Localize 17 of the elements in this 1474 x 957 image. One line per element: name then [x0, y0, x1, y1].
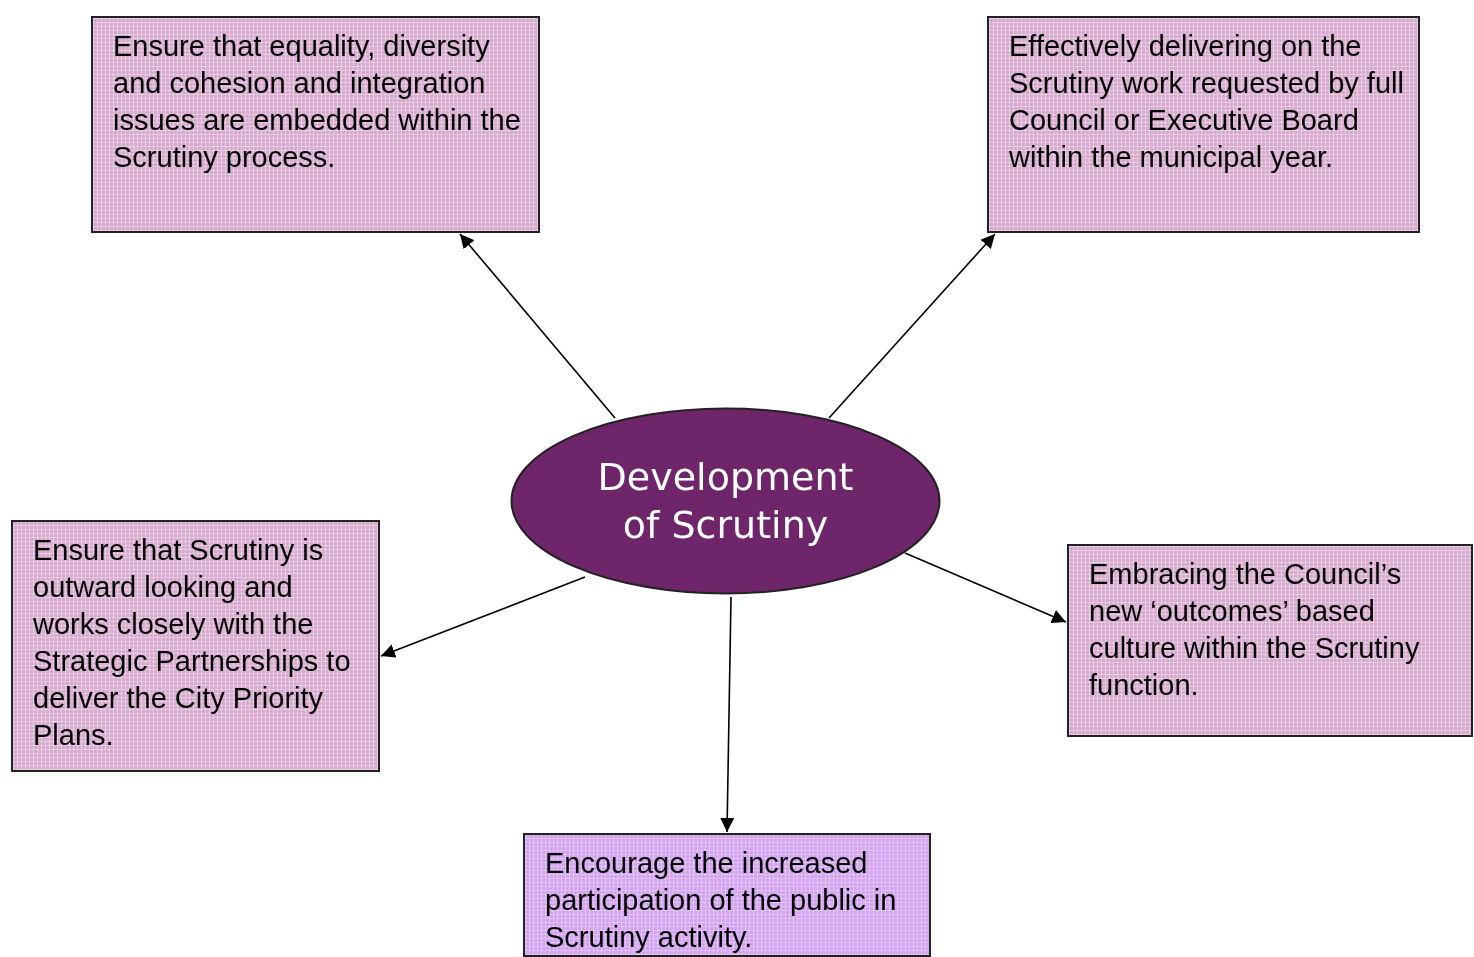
goal-text: Embracing the Council’s new ‘outcomes’ based culture within the Scrutiny function. — [1089, 557, 1421, 703]
goal-text: Encourage the increased participation of the public in Scrutiny activity. — [545, 846, 898, 955]
goal-box — [1067, 544, 1473, 737]
node-title: Development of Scrutiny — [596, 454, 855, 549]
goal-text: Ensure that equality, diversity and cohesion and integration issues are embedded within the Scrutiny process. — [113, 29, 522, 175]
arrow — [828, 233, 996, 419]
goal-box — [987, 16, 1420, 233]
arrow — [380, 576, 586, 658]
goal-box — [11, 520, 380, 772]
arrow — [459, 233, 616, 419]
arrow — [904, 552, 1067, 623]
ellipse-node — [510, 407, 941, 595]
arrow — [720, 596, 735, 833]
goal-text: Effectively delivering on the Scrutiny work requested by full Council or Executive Board within the municipal year. — [1009, 29, 1404, 175]
goal-box — [523, 833, 931, 957]
goal-box — [91, 16, 540, 233]
goal-text: Ensure that Scrutiny is outward looking and works closely with the Strategic Partnerships to deliver the City Priority Plans. — [33, 533, 352, 753]
